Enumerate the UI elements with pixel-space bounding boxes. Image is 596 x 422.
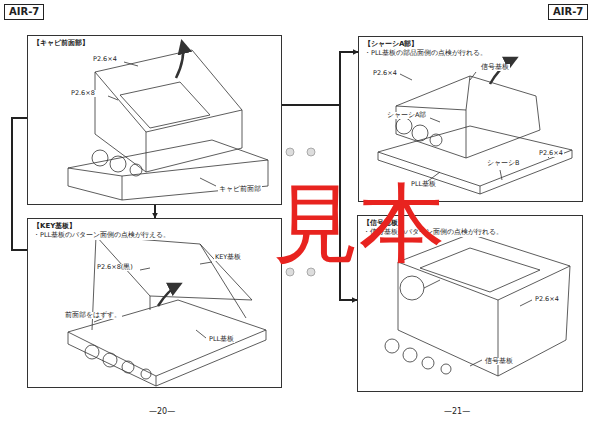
panel-note: ・PLL基板のパターン面側の点検が行える。 [33, 231, 170, 239]
illustration-stroke [396, 106, 466, 110]
part-callout: シャーシB [486, 160, 520, 167]
illustration-stroke [378, 152, 379, 160]
panel-heading: 【キャビ前面部】 [33, 39, 89, 48]
part-callout: キャビ前面部 [218, 186, 262, 193]
illustration-stroke [122, 176, 123, 200]
illustration-stroke [566, 266, 570, 340]
panel-heading: 【KEY基板】 [33, 222, 76, 231]
illustration-stroke [470, 360, 482, 366]
flow-arrow [12, 118, 27, 250]
illustration-stroke [176, 42, 183, 78]
illustration-stroke [480, 186, 481, 194]
illustration-stroke [200, 244, 246, 318]
illustration-stroke [124, 62, 138, 66]
illustration-stroke [196, 330, 206, 338]
illustration-stroke [130, 164, 142, 176]
illustration-stroke [398, 330, 498, 376]
illustration-stroke [307, 268, 315, 276]
illustration-stroke [68, 344, 156, 386]
sample-watermark: 見本 [272, 180, 446, 266]
illustration-stroke [68, 168, 122, 176]
illustration-stroke [110, 156, 126, 172]
illustration-stroke [307, 148, 315, 156]
illustration-stroke [385, 339, 399, 353]
illustration-stroke [158, 284, 180, 306]
part-callout: シャーシA部 [386, 112, 427, 119]
illustration-stroke [122, 160, 268, 176]
illustration-stroke [156, 340, 266, 386]
illustration-stroke [141, 369, 151, 379]
illustration-stroke [400, 276, 424, 300]
flow-arrow [282, 52, 358, 105]
illustration-stroke [378, 126, 572, 186]
illustration-stroke [92, 150, 108, 166]
illustration-stroke [266, 330, 267, 340]
illustration-stroke [120, 82, 210, 128]
illustration-stroke [150, 296, 151, 310]
model-name: AIR-7 [4, 4, 44, 20]
part-callout: P2.6×4 [538, 150, 564, 157]
panel-note: ・PLL基板の部品面側の点検が行れる。 [364, 49, 487, 57]
illustration-stroke [146, 132, 147, 172]
part-callout: PLL基板 [208, 336, 235, 343]
illustration-stroke [200, 178, 216, 186]
illustration-stroke [466, 76, 470, 110]
illustration-stroke [140, 268, 150, 270]
illustration-stroke [480, 158, 572, 194]
illustration-stroke [572, 150, 573, 158]
illustration-stroke [396, 118, 412, 134]
illustration-stroke [422, 357, 434, 369]
illustration-stroke [403, 348, 417, 362]
part-callout: P2.6×8(黒) [96, 264, 134, 271]
illustration-stroke [95, 72, 146, 132]
illustration-stroke [200, 262, 212, 264]
illustration-stroke [412, 125, 428, 141]
illustration-stroke [398, 262, 399, 330]
step-panel: 【KEY基板】・PLL基板のパターン面側の点検が行える。 [27, 218, 282, 388]
illustration-stroke [286, 148, 294, 156]
illustration-stroke [146, 110, 242, 132]
part-callout: 信号基板 [480, 64, 510, 71]
illustration-stroke [85, 345, 99, 359]
illustration-stroke [520, 300, 532, 306]
illustration-stroke [441, 364, 451, 374]
panel-heading: 【シャーシA部】 [364, 40, 418, 49]
illustration-stroke [103, 353, 117, 367]
illustration-stroke [400, 74, 412, 80]
illustration-stroke [95, 50, 242, 172]
part-callout: P2.6×8 [70, 90, 96, 97]
illustration-stroke [286, 268, 294, 276]
page-number: —20— [148, 407, 176, 416]
part-callout: P2.6×4 [92, 56, 118, 63]
flow-arrow [154, 205, 156, 218]
illustration-stroke [424, 280, 440, 288]
illustration-stroke [470, 72, 476, 80]
illustration-stroke [156, 376, 157, 386]
part-callout: KEY基板 [214, 254, 242, 261]
illustration-stroke [430, 118, 440, 122]
step-panel: 【キャビ前面部】 [27, 35, 282, 205]
illustration-stroke [68, 332, 69, 344]
illustration-stroke [430, 134, 442, 146]
illustration-stroke [466, 110, 467, 158]
part-callout: 信号基板 [484, 358, 514, 365]
illustration-stroke [500, 170, 502, 180]
illustration-stroke [122, 361, 134, 373]
part-callout: P2.6×4 [372, 70, 398, 77]
model-name: AIR-7 [548, 4, 588, 20]
part-callout: P2.6×4 [534, 296, 560, 303]
part-callout: 前面部をはずす。 [64, 312, 122, 319]
illustration-stroke [108, 96, 118, 100]
page-number: —21— [443, 407, 471, 416]
illustration-stroke [68, 42, 572, 386]
